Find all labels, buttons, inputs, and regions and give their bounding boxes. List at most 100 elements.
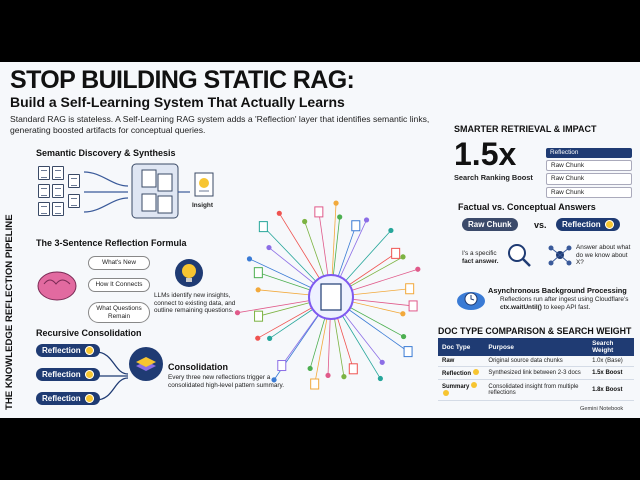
async-title: Asynchronous Background Processing <box>488 286 627 295</box>
page-title: STOP BUILDING STATIC RAG: <box>10 66 355 94</box>
table-row: Summary Consolidated insight from multip… <box>438 379 634 401</box>
doc-node-icon <box>391 247 401 259</box>
consolidation-caption: Every three new reflections trigger a co… <box>168 374 285 389</box>
reflection-pill: Reflection <box>556 218 620 231</box>
bubble-whats-new: What's New <box>88 256 150 270</box>
ranking-item-reflection: Reflection <box>546 148 632 158</box>
network-node <box>388 227 394 234</box>
bulb-icon <box>84 346 94 355</box>
reflection-pill: Reflection <box>36 344 100 357</box>
reflection-pill: Reflection <box>36 368 100 381</box>
async-caption: Reflections run after ingest using Cloud… <box>500 296 629 311</box>
bulb-icon <box>604 220 614 229</box>
discovery-title: Semantic Discovery & Synthesis <box>36 148 176 158</box>
network-node <box>333 200 339 206</box>
ranking-item-raw: Raw Chunk <box>546 159 632 172</box>
intro-text: Standard RAG is stateless. A Self-Learni… <box>10 114 430 135</box>
table-row: Reflection Synthesized link between 2-3 … <box>438 366 634 380</box>
table-header: Purpose <box>484 338 589 356</box>
doc-node-icon <box>403 346 413 358</box>
network-node <box>379 359 385 365</box>
table-header: Doc Type <box>438 338 485 356</box>
doc-icon <box>52 166 64 180</box>
boost-caption: Search Ranking Boost <box>454 173 533 182</box>
bulb-icon <box>84 370 94 379</box>
network-node <box>267 335 273 342</box>
hub-document-icon <box>320 283 342 311</box>
doc-icon <box>38 184 50 198</box>
factual-title: Factual vs. Conceptual Answers <box>458 202 596 212</box>
insight-label: Insight <box>192 202 213 209</box>
network-node <box>234 310 241 316</box>
network-node <box>337 214 343 220</box>
insight-doc-icon <box>194 172 214 197</box>
doc-icon <box>52 184 64 198</box>
network-node <box>415 266 421 272</box>
bulb-icon <box>471 382 478 388</box>
doc-node-icon <box>408 300 418 312</box>
doc-node-icon <box>277 360 287 372</box>
reflection-pill: Reflection <box>36 392 100 405</box>
ranking-list: Reflection Raw Chunk Raw Chunk Raw Chunk <box>546 148 632 199</box>
network-node <box>307 365 313 372</box>
flow-arrows-icon <box>83 163 190 219</box>
doc-type-table: Doc Type Purpose Search Weight Raw Origi… <box>438 338 634 401</box>
network-node <box>400 311 406 317</box>
doc-icon <box>68 174 80 188</box>
ranking-item-raw: Raw Chunk <box>546 186 632 199</box>
doc-icon <box>52 202 64 216</box>
network-node <box>271 377 277 383</box>
network-node <box>377 375 383 382</box>
doc-node-icon <box>254 310 264 322</box>
network-node <box>325 372 331 379</box>
doc-node-icon <box>258 221 268 233</box>
table-row: Raw Original source data chunks 1.0x (Ba… <box>438 356 634 367</box>
network-node <box>400 333 407 340</box>
ranking-item-raw: Raw Chunk <box>546 173 632 185</box>
doc-icon <box>38 166 50 180</box>
doc-node-icon <box>348 363 358 375</box>
doc-node-icon <box>351 220 361 232</box>
bulb-icon <box>443 390 449 396</box>
bulb-icon <box>472 369 479 375</box>
network-node <box>255 335 261 341</box>
doc-table-title: DOC TYPE COMPARISON & SEARCH WEIGHT <box>438 326 632 336</box>
conceptual-caption: Answer about what do we know about X? <box>576 244 631 267</box>
bubble-what-questions-remain: What Questions Remain <box>88 302 150 324</box>
infographic-canvas: STOP BUILDING STATIC RAG: Build a Self-L… <box>0 62 640 418</box>
merge-arrows-icon <box>96 351 129 401</box>
bulb-icon <box>84 394 94 403</box>
consolidation-heading: Consolidation <box>168 362 228 372</box>
doc-node-icon <box>253 267 263 279</box>
versus-label: vs. <box>534 220 547 230</box>
bubble-how-it-connects: How It Connects <box>88 278 150 292</box>
network-node-icon <box>548 245 572 266</box>
doc-icon <box>38 202 50 216</box>
network-node <box>363 217 370 223</box>
page-subtitle: Build a Self-Learning System That Actual… <box>10 94 345 110</box>
network-node <box>276 210 282 216</box>
magnifier-icon <box>508 244 531 267</box>
raw-chunk-pill: Raw Chunk <box>462 218 518 231</box>
doc-node-icon <box>310 378 320 390</box>
pipeline-vertical-label: THE KNOWLEDGE REFLECTION PIPELINE <box>4 214 15 410</box>
boost-number: 1.5x <box>454 136 517 172</box>
network-node <box>246 256 253 262</box>
doc-icon <box>68 194 80 208</box>
network-node <box>266 244 272 251</box>
formula-title: The 3-Sentence Reflection Formula <box>36 238 187 248</box>
knowledge-network-graphic <box>234 200 421 390</box>
footer-brand: Gemini Notebook <box>580 406 624 412</box>
table-header: Search Weight <box>588 338 634 356</box>
brain-icon <box>37 271 77 301</box>
formula-graphic: What's New How It Connects What Question… <box>36 252 246 332</box>
network-node <box>341 374 347 380</box>
layers-stack-icon <box>129 347 163 381</box>
network-node <box>302 218 308 225</box>
network-node <box>400 254 406 260</box>
formula-caption: LLMs identify new insights, connect to e… <box>154 292 236 315</box>
network-node <box>255 287 261 293</box>
retrieval-title: SMARTER RETRIEVAL & IMPACT <box>454 124 597 134</box>
lightbulb-icon <box>175 259 203 287</box>
